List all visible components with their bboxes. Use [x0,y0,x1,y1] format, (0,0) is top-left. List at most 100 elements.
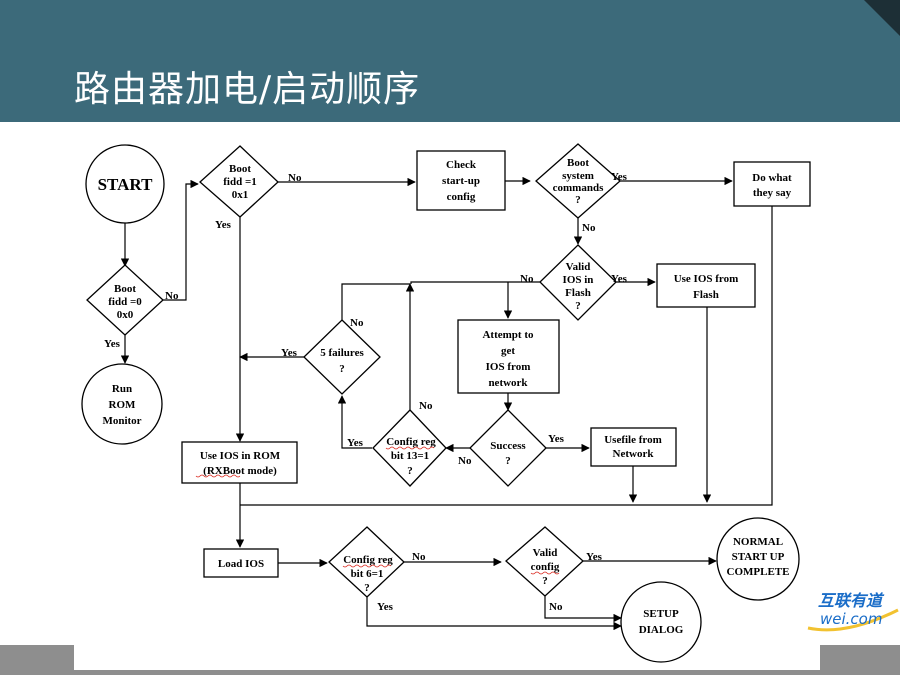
node-valid-ios: Valid IOS in Flash ? [539,244,617,321]
node-valid-ios-line4: ? [575,300,581,312]
label-five-failures-no: No [350,317,364,329]
node-boot1-line3: 0x1 [232,189,249,201]
node-boot-commands-line1: Boot [567,157,589,169]
edge-labels: No Yes No Yes Yes No No Yes No Yes No Ye… [104,171,628,613]
node-cfgreg13-line3: ? [407,465,413,477]
node-boot1-line1: Boot [229,163,251,175]
edge-cfgreg6-setup [366,597,622,631]
node-valid-ios-line3: Flash [565,287,591,299]
label-boot1-no: No [288,172,302,184]
node-use-rom-line2: (RXBoot mode) [203,465,277,477]
node-check-config-line3: config [447,191,476,203]
label-valid-ios-yes: Yes [611,273,628,285]
node-start: START [85,144,165,224]
diagram-area [74,122,820,670]
node-setup-line1: SETUP [643,608,679,620]
label-cfgreg13-no: No [419,400,433,412]
node-boot-commands: Boot system commands ? [535,143,621,219]
edge-dowhat-down [240,206,773,506]
node-cfgreg13-line2: bit 13=1 [391,450,429,462]
node-success: Success ? [469,409,547,487]
label-five-failures-yes: Yes [281,347,298,359]
node-normal-line3: COMPLETE [727,566,790,578]
node-success-line1: Success [490,440,526,452]
node-run-rom-line1: Run [112,383,132,395]
node-valid-ios-line1: Valid [566,261,591,273]
node-boot0-line2: fidd =0 [108,296,142,308]
label-boot-commands-no: No [582,222,596,234]
node-boot1-line2: fidd =1 [223,176,256,188]
node-normal-line2: START UP [732,551,785,563]
node-usefile-line2: Network [613,448,655,460]
title-bar: 路由器加电/启动顺序 [0,0,900,122]
node-valid-config-line1: Valid [533,547,558,559]
label-cfgreg13-yes: Yes [347,437,364,449]
node-load-ios-line1: Load IOS [218,558,264,570]
label-boot0-yes: Yes [104,338,121,350]
node-use-flash: Use IOS from Flash [656,263,756,308]
label-valid-ios-no: No [520,273,534,285]
node-usefile-line1: Usefile from [604,434,662,446]
node-attempt-network: Attempt to get IOS from network [457,319,560,394]
node-valid-config-line3: ? [542,575,548,587]
node-cfgreg6-line1: Config reg [343,554,393,566]
node-cfgreg6-line2: bit 6=1 [351,568,384,580]
edge-boot0-boot1 [163,179,199,301]
edge-validcfg-setup [544,595,622,623]
node-cfgreg6-line3: ? [364,582,370,594]
node-normal-line1: NORMAL [733,536,783,548]
label-valid-config-no: No [549,601,563,613]
label-cfgreg6-yes: Yes [377,601,394,613]
watermark-logo: 互联有道 wei.com [806,586,900,636]
node-setup: SETUP DIALOG [620,581,702,663]
node-valid-config-line2: config [531,561,560,573]
node-normal: NORMAL START UP COMPLETE [716,517,800,601]
node-cfgreg13: Config reg bit 13=1 ? [372,409,447,487]
edge-validios-no [410,281,540,318]
node-attempt-line1: Attempt to [482,329,534,341]
label-boot1-yes: Yes [215,219,232,231]
node-five-failures-line1: 5 failures [320,347,364,359]
node-five-failures: 5 failures ? [303,319,381,395]
node-boot-commands-line2: system [562,170,594,182]
edge-fivefail-no [341,283,410,320]
node-run-rom-line2: ROM [109,399,137,411]
node-success-line2: ? [505,455,511,467]
node-attempt-line4: network [488,377,528,389]
node-boot-commands-line4: ? [575,194,581,206]
node-boot0-line3: 0x0 [117,309,134,321]
node-do-what-line2: they say [753,187,792,199]
node-start-label: START [98,175,153,194]
node-do-what-line1: Do what [752,172,792,184]
node-boot0-line1: Boot [114,283,136,295]
node-attempt-line2: get [501,345,515,357]
node-load-ios: Load IOS [203,548,279,578]
label-cfgreg6-no: No [412,551,426,563]
node-use-rom-line1: Use IOS in ROM [200,450,281,462]
node-do-what: Do what they say [733,161,811,207]
node-run-rom-line3: Monitor [102,415,141,427]
node-valid-ios-line2: IOS in [563,274,594,286]
node-run-rom: Run ROM Monitor [81,363,163,445]
node-check-config-line2: start-up [442,175,480,187]
node-check-config: Check start-up config [416,150,506,211]
swoosh-icon [807,608,899,632]
node-cfgreg6: Config reg bit 6=1 ? [328,526,405,598]
label-success-yes: Yes [548,433,565,445]
node-attempt-line3: IOS from [486,361,531,373]
watermark-domain: wei.com [820,610,883,628]
node-use-flash-line2: Flash [693,289,719,301]
node-boot1: Boot fidd =1 0x1 [199,145,279,218]
label-success-no: No [458,455,472,467]
node-setup-line2: DIALOG [639,624,684,636]
node-boot-commands-line3: commands [553,182,604,194]
label-boot0-no: No [165,290,179,302]
edge-cfgreg13-yes [337,395,372,449]
node-use-rom: Use IOS in ROM (RXBoot mode) [181,441,298,484]
label-boot-commands-yes: Yes [611,171,628,183]
label-valid-config-yes: Yes [586,551,603,563]
node-cfgreg13-line1: Config reg [386,436,436,448]
corner-decoration [864,0,900,36]
node-check-config-line1: Check [446,159,477,171]
